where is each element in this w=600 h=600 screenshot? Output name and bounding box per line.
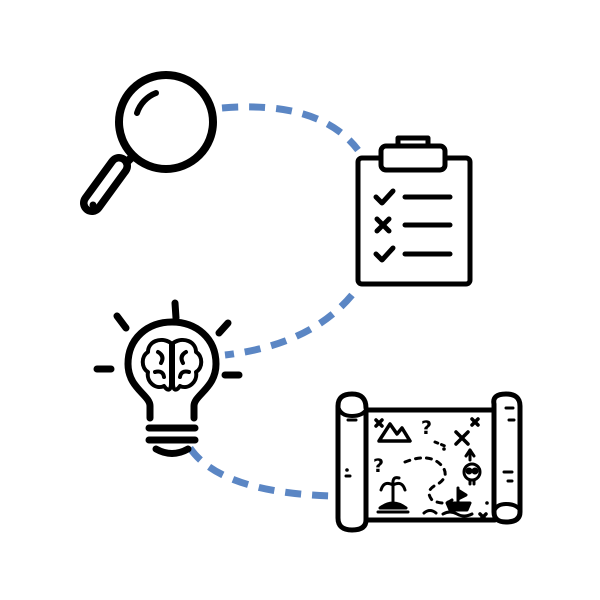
treasure-trail <box>403 456 454 505</box>
magnifying-glass-icon <box>80 71 217 215</box>
ship-icon <box>422 486 474 518</box>
connector-idea-to-map <box>187 445 331 500</box>
brain-icon <box>140 338 204 392</box>
clipboard-checklist-icon <box>355 135 473 287</box>
connectors <box>187 103 361 500</box>
cross-mark-icon <box>374 216 392 234</box>
light-rays <box>93 299 243 379</box>
mountain-icon <box>377 422 412 443</box>
x-marks <box>374 417 488 522</box>
treasure-map-icon <box>335 391 523 533</box>
palm-island-icon <box>376 476 410 514</box>
lightbulb-brain-icon <box>93 299 243 457</box>
skull-icon <box>462 462 482 486</box>
question-mark-top: ? <box>421 417 432 439</box>
connector-checklist-to-idea <box>224 292 355 359</box>
connector-magnifier-to-checklist <box>221 103 361 153</box>
question-mark-left: ? <box>373 455 384 477</box>
check-mark-icon <box>373 245 396 263</box>
check-mark-icon <box>373 188 396 206</box>
